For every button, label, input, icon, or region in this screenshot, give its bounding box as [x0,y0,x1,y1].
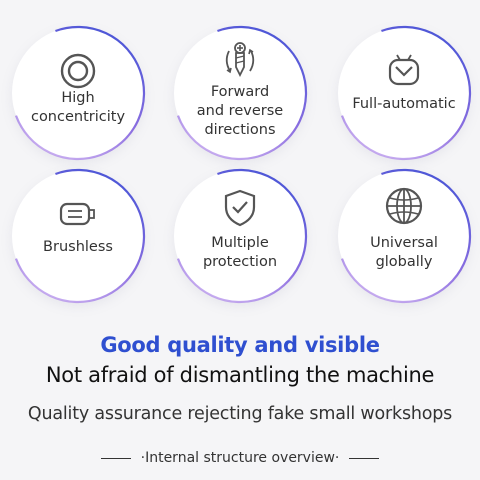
feature-label-line: Forward [210,84,270,100]
feature-forward-reverse: Forward and reverse directions [174,25,308,161]
feature-high-concentricity: High concentricity [12,25,146,161]
feature-label: Brushless [18,238,138,257]
feature-universal-globally: Universal globally [338,168,472,304]
feature-label: Multiple protection [180,234,300,272]
feature-ring [340,168,472,304]
feature-full-automatic: Full-automatic [338,25,472,161]
feature-label-line: Universal [370,235,438,251]
feature-label: Full-automatic [344,95,464,114]
robot-face-icon [388,54,420,86]
feature-brushless: Brushless [12,168,146,304]
headline: Good quality and visible [100,333,380,357]
feature-ring [176,168,308,304]
feature-label-line: and reverse [196,103,284,119]
feature-ring [14,25,146,161]
shield-check-icon [224,189,256,227]
feature-label: High concentricity [18,89,138,127]
feature-multiple-protection: Multiple protection [174,168,308,304]
feature-label: Forward and reverse directions [180,83,300,140]
feature-label-line: Brushless [43,239,113,255]
feature-label-line: concentricity [30,109,126,125]
globe-icon [385,187,423,225]
concentric-circles-icon [60,53,96,89]
footer-caption: ·Internal structure overview· [140,450,340,466]
screw-rotation-icon [225,42,255,78]
feature-label-line: globally [375,254,433,270]
footer-divider-right [349,457,380,459]
feature-grid: High concentricity Forward and reverse d… [12,25,472,304]
feature-ring [14,168,146,304]
section-footer: ·Internal structure overview· [0,450,480,466]
feature-label-line: Full-automatic [352,96,456,112]
feature-label-line: protection [202,254,278,270]
feature-ring [176,25,308,161]
motor-icon [59,202,95,226]
footer-divider-left [100,457,131,459]
feature-label-line: directions [204,122,276,138]
feature-label: Universal globally [344,234,464,272]
feature-label-line: High [61,90,95,106]
tagline: Quality assurance rejecting fake small w… [27,404,453,424]
subheadline: Not afraid of dismantling the machine [45,363,435,387]
feature-ring [340,25,472,161]
feature-label-line: Multiple [211,235,269,251]
